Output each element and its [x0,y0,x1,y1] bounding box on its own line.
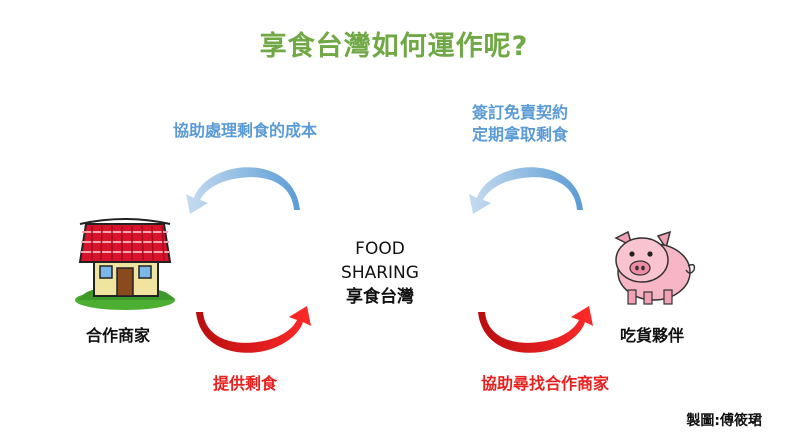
credit-label: 製圖:傅筱珺 [686,413,762,429]
center-label: FOOD SHARING 享食台灣 [320,237,440,309]
partner-shop-label: 合作商家 [85,326,150,345]
center-label-line3: 享食台灣 [346,287,414,307]
red-arrow-left [196,306,311,353]
pig-icon [614,230,696,305]
cost-label: 協助處理剩食的成本 [172,121,317,140]
center-label-line1: FOOD [355,239,405,259]
provide-food-label: 提供剩食 [212,374,277,393]
find-partner-label: 協助尋找合作商家 [480,374,609,393]
foodie-partner-label: 吃貨夥伴 [619,326,684,345]
blue-arrow-right [469,167,583,214]
center-label-line2: SHARING [341,263,419,283]
shop-icon [75,218,175,310]
contract-label-line2: 定期拿取剩食 [471,125,568,144]
diagram-title: 享食台灣如何運作呢? [259,31,529,62]
contract-label-line1: 簽訂免賣契約 [471,103,568,122]
blue-arrow-left [186,167,300,214]
red-arrow-right [478,306,593,353]
contract-label: 簽訂免賣契約 定期拿取剩食 [455,102,585,146]
